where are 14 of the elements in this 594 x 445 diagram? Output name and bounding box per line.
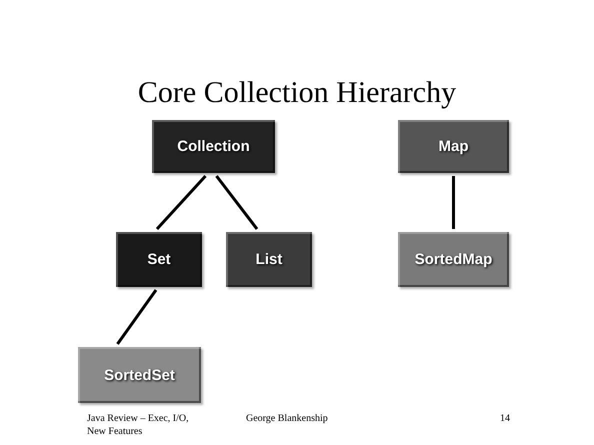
connector-line	[156, 174, 207, 230]
class-box: SortedSet	[78, 347, 201, 403]
connector-line	[452, 176, 455, 229]
class-box: Set	[116, 232, 202, 287]
author-name: George Blankenship	[246, 413, 329, 426]
page-number: 14	[500, 413, 511, 426]
class-box: List	[226, 232, 312, 287]
class-box: SortedMap	[398, 232, 509, 287]
footer-text: Java Review – Exec, I/O, New Features	[87, 413, 190, 438]
connector-line	[215, 175, 258, 230]
class-box: Collection	[152, 120, 275, 173]
slide-title: Core Collection Hierarchy	[136, 76, 458, 110]
connector-line	[116, 289, 158, 345]
class-box: Map	[398, 120, 509, 173]
